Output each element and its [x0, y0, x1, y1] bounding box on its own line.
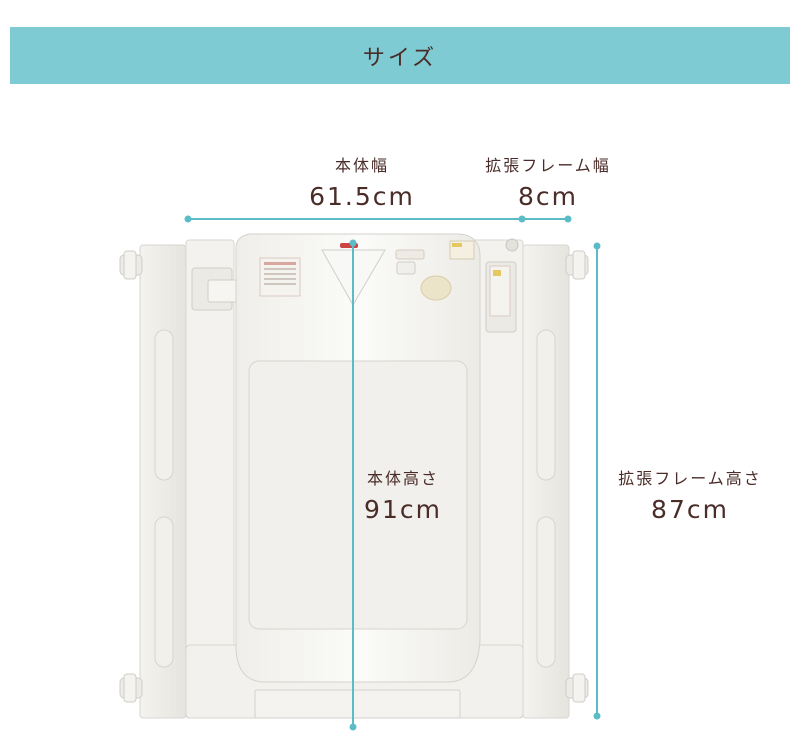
gate-door-panel [235, 233, 511, 683]
measure-frame-height [593, 242, 601, 720]
body-width-value: 61.5cm [309, 182, 415, 211]
section-title: サイズ [362, 45, 438, 71]
body-height-label: 本体高さ [366, 469, 440, 488]
section-header: サイズ [10, 27, 790, 84]
measure-body-height [349, 239, 357, 731]
left-extension-frame [119, 244, 187, 719]
frame-height-label: 拡張フレーム高さ [618, 469, 762, 488]
frame-height-value: 87cm [651, 495, 729, 524]
body-width-label: 本体幅 [334, 156, 390, 175]
frame-width-value: 8cm [517, 182, 579, 211]
frame-width-label: 拡張フレーム幅 [485, 156, 611, 175]
right-extension-frame [522, 244, 589, 719]
measure-body-width [184, 215, 526, 223]
measure-frame-width [522, 215, 572, 223]
floor-plate [254, 689, 461, 719]
body-height-value: 91cm [364, 495, 442, 524]
